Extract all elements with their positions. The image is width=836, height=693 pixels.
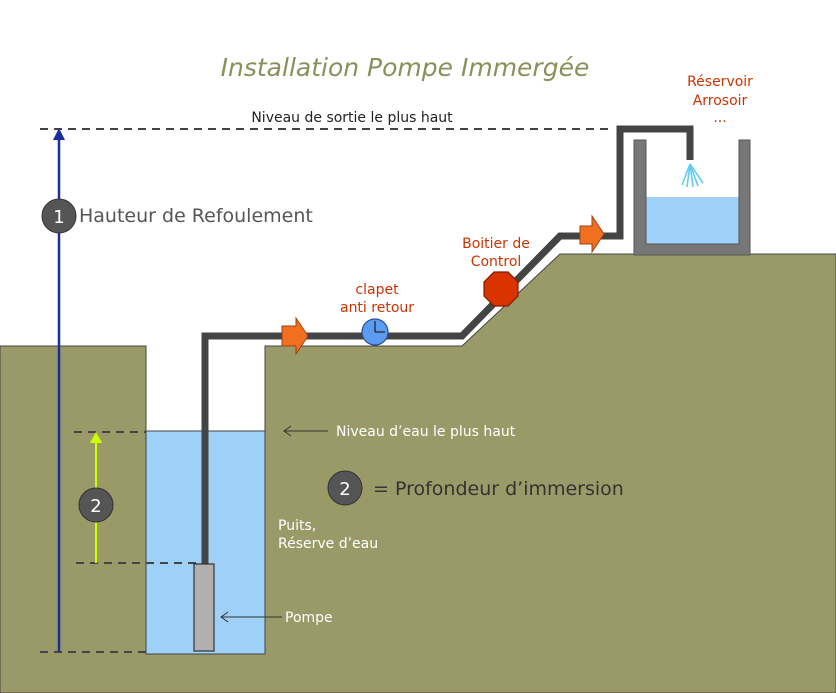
control-box-icon: [483, 271, 519, 307]
pump-label: Pompe: [285, 610, 333, 626]
reservoir-label-2: Arrosoir: [693, 93, 748, 109]
diagram-title: Installation Pompe Immergée: [221, 53, 590, 82]
badge-2-depth: 2: [78, 487, 114, 523]
reservoir-label-1: Réservoir: [687, 74, 753, 90]
well-label-2: Réserve d’eau: [278, 536, 378, 552]
reservoir-water: [646, 197, 739, 244]
delivery-height-label: Hauteur de Refoulement: [79, 205, 313, 227]
ground: [0, 253, 836, 693]
pump: [193, 563, 215, 652]
reservoir-label-3: ...: [713, 110, 726, 126]
flow-arrow-icon: [579, 214, 605, 254]
delivery-height-arrowhead: [53, 128, 65, 140]
pointer-arrow-icon: [220, 611, 282, 623]
immersion-depth-legend: = Profondeur d’immersion: [373, 478, 624, 500]
control-box-label-1: Boitier de: [462, 236, 530, 252]
badge-1-text: 1: [53, 207, 64, 228]
check-valve-label-2: anti retour: [340, 300, 414, 316]
highest-outlet-label: Niveau de sortie le plus haut: [251, 110, 453, 126]
pointer-arrow-icon: [283, 425, 328, 437]
badge-2-legend-text: 2: [339, 479, 350, 500]
check-valve-label-1: clapet: [355, 282, 399, 298]
reservoir-tank: [633, 139, 751, 256]
spray-icon: [681, 163, 704, 188]
highest-water-label: Niveau d’eau le plus haut: [336, 424, 516, 440]
control-box-label-2: Control: [471, 254, 522, 270]
immersion-depth-arrowhead: [90, 432, 102, 443]
check-valve-icon: [361, 318, 389, 346]
badge-2-text: 2: [90, 496, 101, 517]
flow-arrow-icon: [281, 316, 309, 356]
well-label-1: Puits,: [278, 518, 316, 534]
badge-2-legend: 2: [327, 470, 363, 506]
badge-1: 1: [41, 198, 77, 234]
